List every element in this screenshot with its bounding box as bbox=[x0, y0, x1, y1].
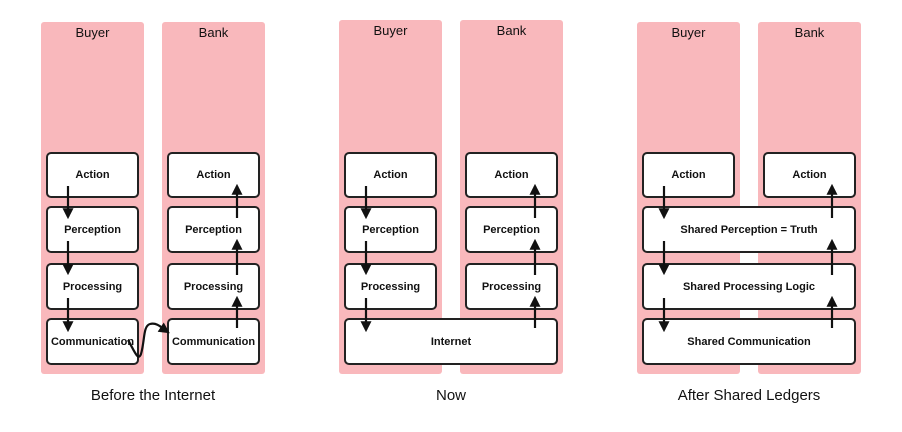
lane-label-buyer: Buyer bbox=[671, 25, 706, 40]
bank-processing-box: Processing bbox=[167, 263, 260, 310]
lane-label-buyer: Buyer bbox=[75, 25, 110, 40]
shared-processing-box: Shared Processing Logic bbox=[642, 263, 856, 310]
shared-perception-box: Shared Perception = Truth bbox=[642, 206, 856, 253]
shared-communication-box: Shared Communication bbox=[642, 318, 856, 365]
bank-action-box: Action bbox=[763, 152, 856, 198]
bank-action-box: Action bbox=[167, 152, 260, 198]
bank-action-box: Action bbox=[465, 152, 558, 198]
bank-perception-box: Perception bbox=[167, 206, 260, 253]
buyer-communication-box: Communication bbox=[46, 318, 139, 365]
lane-label-bank: Bank bbox=[198, 25, 229, 40]
bank-perception-box: Perception bbox=[465, 206, 558, 253]
buyer-processing-box: Processing bbox=[344, 263, 437, 310]
diagram-caption: After Shared Ledgers bbox=[677, 387, 821, 404]
buyer-action-box: Action bbox=[344, 152, 437, 198]
buyer-lane-panel bbox=[637, 22, 740, 374]
diagram-caption: Now bbox=[435, 387, 466, 404]
internet-box: Internet bbox=[344, 318, 558, 365]
buyer-processing-box: Processing bbox=[46, 263, 139, 310]
bank-communication-box: Communication bbox=[167, 318, 260, 365]
buyer-action-box: Action bbox=[46, 152, 139, 198]
bank-lane-panel bbox=[162, 22, 265, 374]
bank-lane-panel bbox=[758, 22, 861, 374]
buyer-perception-box: Perception bbox=[344, 206, 437, 253]
buyer-lane-panel bbox=[41, 22, 144, 374]
bank-processing-box: Processing bbox=[465, 263, 558, 310]
lane-label-bank: Bank bbox=[496, 23, 527, 38]
buyer-action-box: Action bbox=[642, 152, 735, 198]
lane-label-buyer: Buyer bbox=[373, 23, 408, 38]
buyer-perception-box: Perception bbox=[46, 206, 139, 253]
lane-label-bank: Bank bbox=[794, 25, 825, 40]
diagram-caption: Before the Internet bbox=[90, 387, 216, 404]
